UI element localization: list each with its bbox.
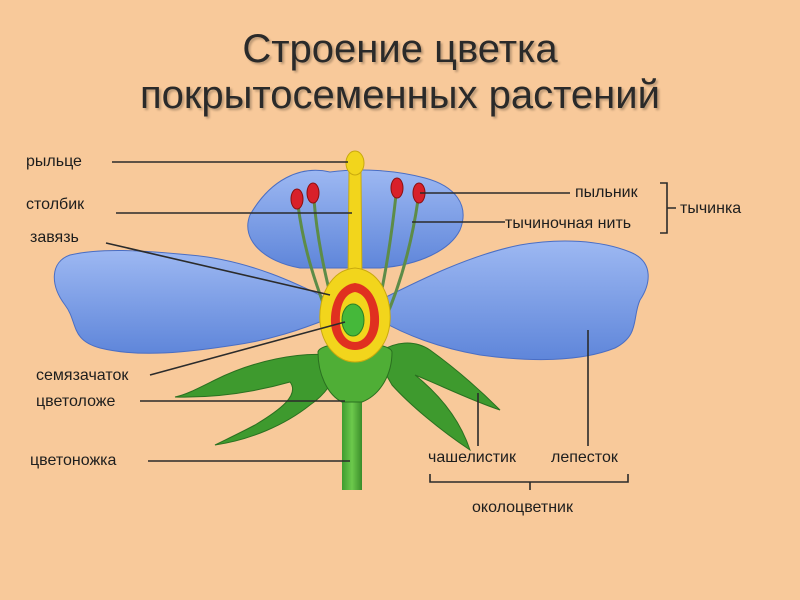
label-stamen: тычинка [680,200,741,217]
label-perianth: околоцветник [472,499,574,516]
anther-2 [306,182,320,204]
label-anther: пыльник [575,184,639,201]
label-pedicel: цветоножка [30,452,117,469]
title-line-2: покрытосеменных растений [140,73,660,117]
label-petal: лепесток [551,449,619,466]
petal-right [379,240,649,361]
page-title: Строение цветка покрытосеменных растений [0,26,800,118]
stigma [345,150,365,176]
perianth-brace [429,474,629,490]
title-line-1: Строение цветка [242,27,558,71]
petal-left [53,250,331,354]
leader-ovary [105,242,331,296]
anthers [290,177,426,210]
label-ovule: семязачаток [36,367,129,384]
label-receptacle: цветоложе [36,393,115,410]
stamen-brace [660,182,676,234]
anther-1 [290,188,304,210]
pedicel-stem [342,390,362,490]
anther-3 [390,177,404,199]
label-filament: тычиночная нить [505,215,631,232]
sepal-left [174,353,341,446]
leader-lines [105,161,589,462]
leader-ovule [149,321,346,376]
label-stigma: рыльце [26,153,82,170]
sepal-right [374,342,501,452]
ovule [341,303,365,337]
label-sepal: чашелистик [428,449,517,466]
label-style: столбик [26,196,85,213]
label-ovary: завязь [30,229,79,246]
